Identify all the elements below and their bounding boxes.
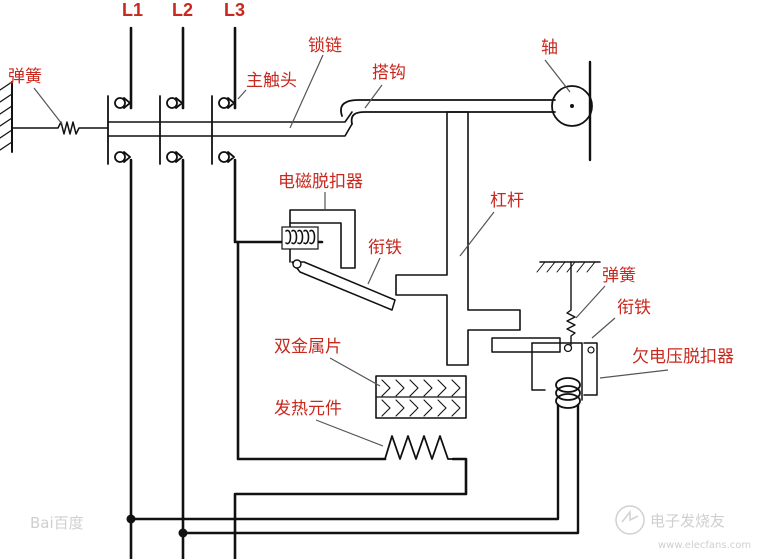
leader-hook [364, 84, 383, 109]
label-spring-right: 弹簧 [602, 266, 636, 286]
label-hook: 搭钩 [372, 63, 406, 83]
lock-chain-bar [107, 111, 353, 137]
label-heater: 发热元件 [274, 399, 342, 419]
label-lever: 杠杆 [490, 191, 524, 211]
leader-armature-1 [367, 257, 381, 285]
watermark-right-logo [615, 505, 645, 535]
leader-lock-chain [289, 54, 324, 129]
label-bimetal: 双金属片 [274, 337, 342, 357]
phase-line-l3 [233, 26, 468, 559]
leader-spring-right [575, 285, 606, 319]
electromagnetic-release [281, 209, 356, 269]
label-undervoltage-release: 欠电压脱扣器 [632, 347, 734, 367]
watermark-right: 电子发烧友 [650, 512, 725, 530]
lever [395, 111, 521, 366]
label-lock-chain: 锁链 [308, 36, 342, 56]
main-contact-l2 [159, 95, 183, 165]
leader-armature-2 [591, 317, 616, 339]
leader-undervoltage [599, 369, 669, 379]
leader-bimetal [329, 357, 381, 387]
phase-label-l1: L1 [122, 0, 143, 20]
watermark-right-url: www.elecfans.com [658, 540, 751, 551]
label-spring-left: 弹簧 [8, 67, 42, 87]
heating-element [384, 435, 454, 460]
leader-heater [315, 419, 384, 447]
main-contact-l1 [107, 95, 131, 165]
label-armature-1: 衔铁 [368, 238, 402, 258]
phase-label-l2: L2 [172, 0, 193, 20]
label-main-contact: 主触头 [246, 71, 297, 91]
leader-spring-left [33, 87, 63, 125]
leader-main-contact [237, 89, 247, 100]
main-contact-l3 [211, 95, 235, 165]
leader-lever [459, 211, 495, 257]
label-magnetic-release: 电磁脱扣器 [278, 172, 363, 192]
hook [340, 99, 556, 125]
label-armature-2: 衔铁 [617, 298, 651, 318]
undervoltage-release [491, 261, 601, 401]
watermark-left: Bai百度 [30, 514, 84, 532]
label-shaft: 轴 [541, 38, 558, 58]
shaft [551, 60, 593, 162]
bimetal-strip [375, 375, 467, 419]
phase-label-l3: L3 [224, 0, 245, 20]
undervoltage-coil [555, 377, 581, 409]
undervoltage-supply-wires [126, 403, 580, 538]
left-wall [0, 81, 13, 153]
leader-shaft [544, 59, 571, 93]
left-spring [11, 121, 109, 135]
armature-1 [291, 259, 396, 311]
main-contact-set [107, 95, 235, 165]
